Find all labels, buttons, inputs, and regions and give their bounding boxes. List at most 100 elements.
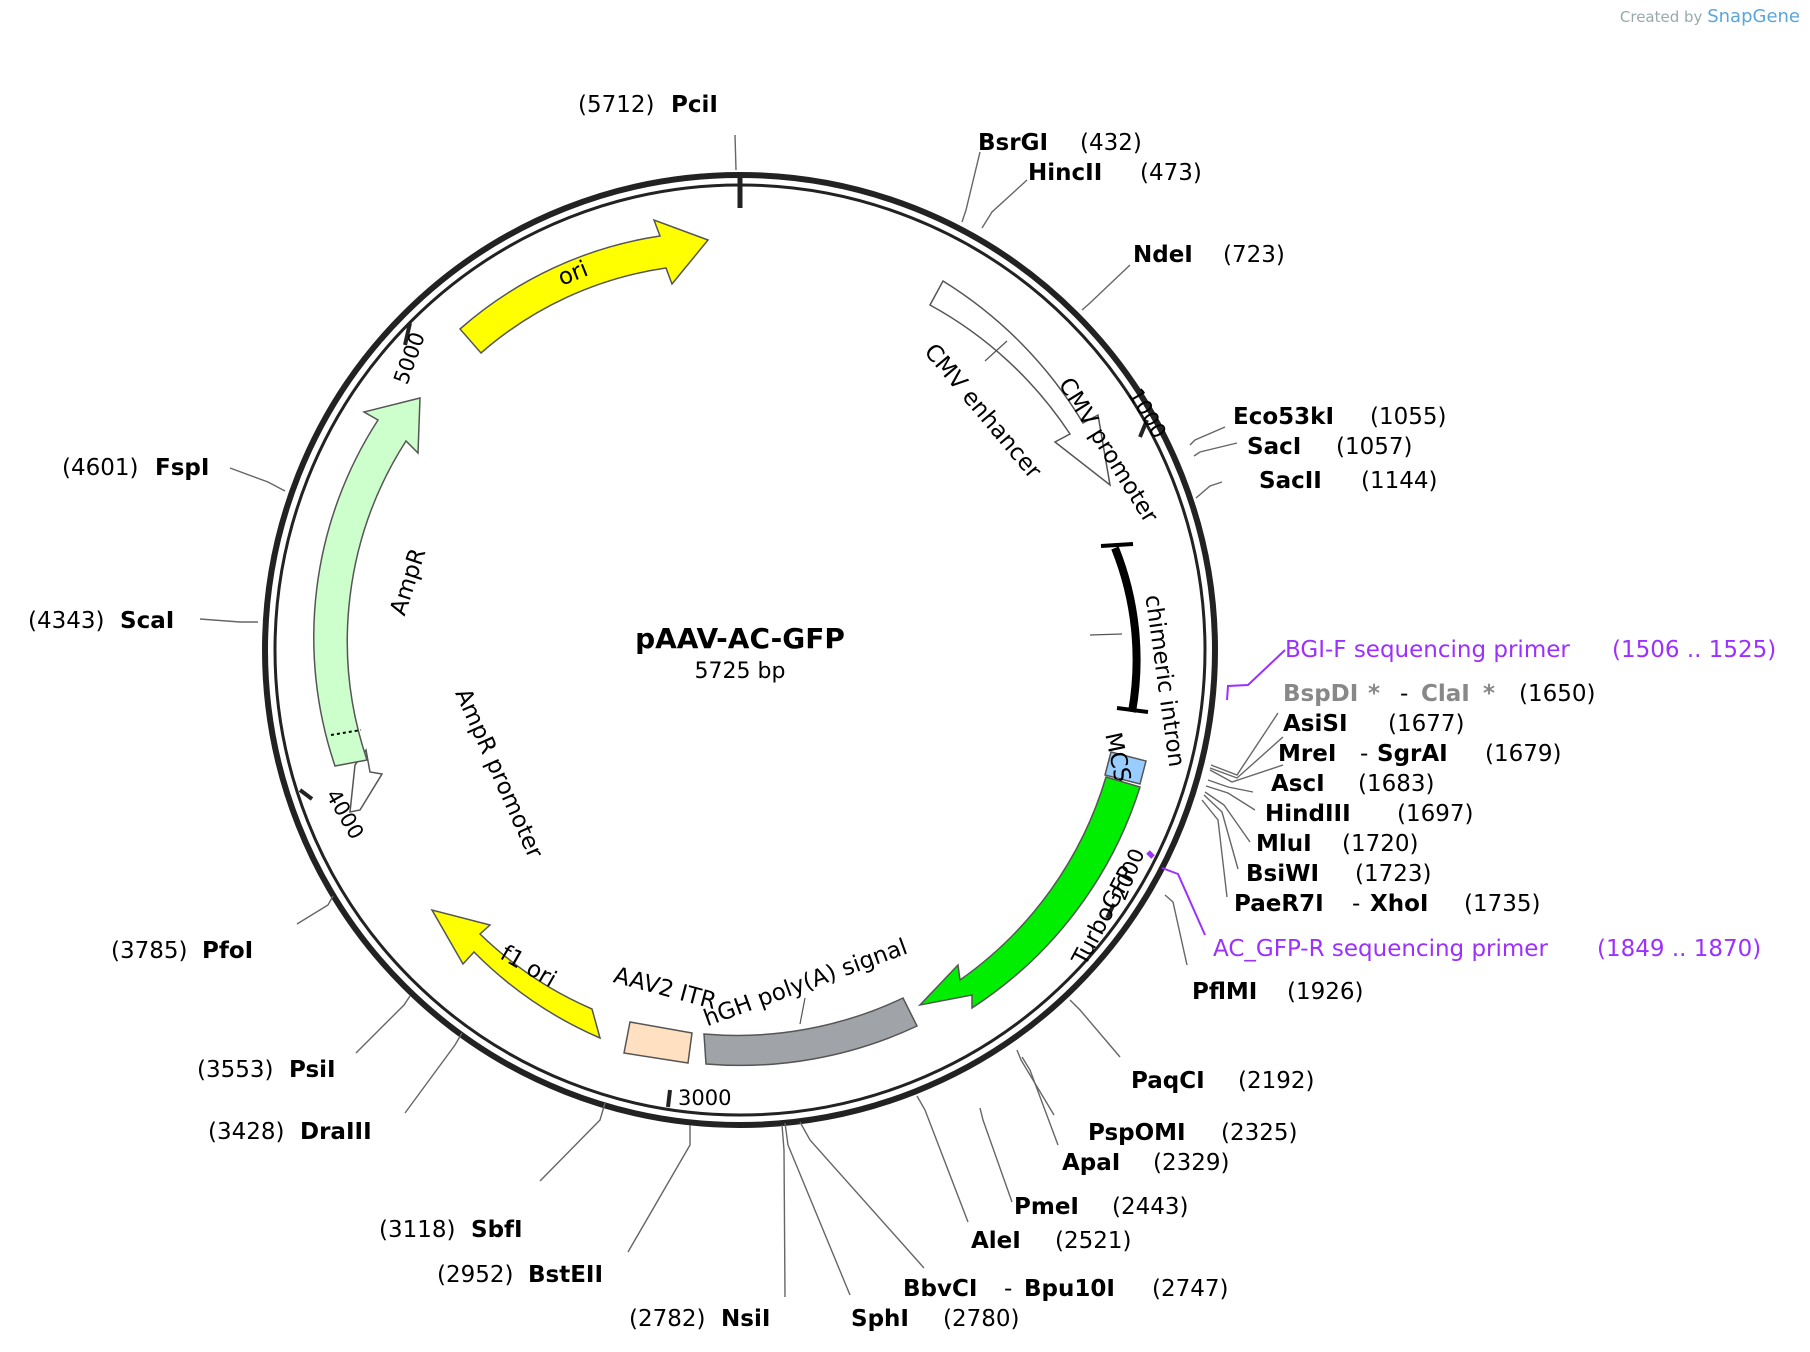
- site-asisi[interactable]: AsiSI: [1283, 711, 1348, 737]
- site-pos-pfoi: (3785): [111, 938, 187, 964]
- turbogfp-arrow[interactable]: [917, 776, 1141, 1010]
- site-saci[interactable]: SacI: [1247, 434, 1301, 460]
- site-sbfi[interactable]: SbfI: [471, 1217, 523, 1243]
- site-fspi[interactable]: FspI: [155, 455, 209, 481]
- site-labels: (5712) PciI BsrGI (432) HincII (473) Nde…: [28, 92, 1776, 1332]
- primer-ac-gfp-r-range: (1849 .. 1870): [1597, 936, 1761, 962]
- site-bsteii[interactable]: BstEII: [528, 1262, 603, 1288]
- site-leaders: [199, 134, 1284, 1298]
- site-pos-pmei: (2443): [1112, 1194, 1188, 1220]
- site-pos-asisi: (1677): [1388, 711, 1464, 737]
- site-bspdi[interactable]: BspDI: [1283, 681, 1358, 707]
- site-pos-pspomi: (2325): [1221, 1120, 1297, 1146]
- site-pos-bsteii: (2952): [437, 1262, 513, 1288]
- f1-ori-arrow[interactable]: [430, 908, 602, 1040]
- tick-5000: [403, 322, 412, 346]
- site-hincii[interactable]: HincII: [1028, 160, 1102, 186]
- chimeric-intron-cap-top: [1100, 542, 1134, 548]
- tick-3000: [666, 1089, 672, 1108]
- tick-2000: [1105, 903, 1116, 919]
- primer-bgi-f-range: (1506 .. 1525): [1612, 637, 1776, 663]
- site-asci[interactable]: AscI: [1271, 771, 1325, 797]
- tick-4000: [298, 788, 314, 801]
- site-pos-asci: (1683): [1358, 771, 1434, 797]
- site-paqci[interactable]: PaqCI: [1131, 1068, 1205, 1094]
- site-mrei[interactable]: MreI: [1278, 741, 1336, 767]
- site-bspdi-dash: -: [1400, 681, 1408, 707]
- site-pos-ndei: (723): [1223, 242, 1285, 268]
- ori-arrow[interactable]: [458, 218, 710, 355]
- site-paer7i-dash: -: [1352, 891, 1360, 917]
- site-paer7i[interactable]: PaeR7I: [1234, 891, 1324, 917]
- site-pos-eco53ki: (1055): [1370, 404, 1446, 430]
- tick-label-3000: 3000: [678, 1086, 731, 1110]
- site-pos-bspdi: (1650): [1519, 681, 1595, 707]
- site-pos-draiii: (3428): [208, 1119, 284, 1145]
- site-clai-star: *: [1483, 681, 1495, 707]
- aav2-itr-label: AAV2 ITR: [611, 963, 719, 1015]
- site-alei[interactable]: AleI: [971, 1228, 1021, 1254]
- aav2-itr-box[interactable]: [623, 1021, 693, 1064]
- snapgene-credit: Created by SnapGene: [1620, 6, 1800, 27]
- site-pos-hindiii: (1697): [1397, 801, 1473, 827]
- chimeric-intron-label: chimeric intron: [1139, 593, 1189, 768]
- ampr-label: AmpR: [385, 545, 431, 618]
- site-pos-psii: (3553): [197, 1057, 273, 1083]
- site-bsrgi[interactable]: BsrGI: [978, 130, 1048, 156]
- site-pos-bsiwi: (1723): [1355, 861, 1431, 887]
- site-nsii[interactable]: NsiI: [721, 1306, 770, 1332]
- credit-brand: SnapGene: [1707, 6, 1800, 27]
- site-pfoi[interactable]: PfoI: [202, 938, 253, 964]
- site-pos-sphi: (2780): [943, 1306, 1019, 1332]
- site-bsiwi[interactable]: BsiWI: [1246, 861, 1319, 887]
- ac-gfp-r-marker: [1146, 850, 1155, 859]
- site-draiii[interactable]: DraIII: [300, 1119, 372, 1145]
- hgh-polya-box[interactable]: [703, 997, 919, 1067]
- primer-ac-gfp-r[interactable]: AC_GFP-R sequencing primer: [1213, 936, 1548, 962]
- chimeric-intron-bar[interactable]: [1111, 546, 1141, 713]
- site-pos-mlui: (1720): [1342, 831, 1418, 857]
- site-sgrai[interactable]: SgrAI: [1377, 741, 1448, 767]
- site-mlui[interactable]: MluI: [1256, 831, 1312, 857]
- site-hindiii[interactable]: HindIII: [1265, 801, 1351, 827]
- site-pcii[interactable]: PciI: [671, 92, 718, 118]
- site-sacii[interactable]: SacII: [1259, 468, 1322, 494]
- chimeric-intron-leader: [1089, 633, 1123, 636]
- site-pos-saci: (1057): [1336, 434, 1412, 460]
- plasmid-size: 5725 bp: [695, 659, 786, 684]
- site-pos-scai: (4343): [28, 608, 104, 634]
- site-pos-sacii: (1144): [1361, 468, 1437, 494]
- site-clai[interactable]: ClaI: [1421, 681, 1470, 707]
- ampr-promoter-label: AmpR promoter: [450, 685, 548, 863]
- site-pspomi[interactable]: PspOMI: [1088, 1120, 1186, 1146]
- site-eco53ki[interactable]: Eco53kI: [1233, 404, 1334, 430]
- site-bbvci[interactable]: BbvCI: [903, 1276, 977, 1302]
- credit-prefix: Created by: [1619, 8, 1703, 26]
- site-pflmi[interactable]: PflMI: [1192, 979, 1257, 1005]
- cmv-promoter-arrow[interactable]: [928, 279, 1112, 487]
- site-scai[interactable]: ScaI: [120, 608, 174, 634]
- site-apai[interactable]: ApaI: [1062, 1150, 1120, 1176]
- site-pos-nsii: (2782): [629, 1306, 705, 1332]
- site-sphi[interactable]: SphI: [851, 1306, 909, 1332]
- site-pos-fspi: (4601): [62, 455, 138, 481]
- tick-label-1000: 1000: [1123, 384, 1171, 442]
- site-pos-bsrgi: (432): [1080, 130, 1142, 156]
- ampr-dotted-divider: [330, 729, 362, 736]
- site-psii[interactable]: PsiI: [289, 1057, 336, 1083]
- ampr-promoter-arrow[interactable]: [349, 748, 384, 813]
- tick-1000: [1138, 419, 1149, 438]
- site-pos-mrei: (1679): [1485, 741, 1561, 767]
- site-bpu10i[interactable]: Bpu10I: [1024, 1276, 1115, 1302]
- chimeric-intron-cap-bottom: [1116, 706, 1149, 714]
- cmv-divider: [984, 340, 1008, 362]
- site-pos-paer7i: (1735): [1464, 891, 1540, 917]
- ampr-arrow[interactable]: [313, 397, 421, 767]
- site-ndei[interactable]: NdeI: [1133, 242, 1193, 268]
- site-xhoi[interactable]: XhoI: [1370, 891, 1428, 917]
- site-pos-apai: (2329): [1153, 1150, 1229, 1176]
- mcs-box[interactable]: [1104, 751, 1147, 785]
- site-pmei[interactable]: PmeI: [1014, 1194, 1079, 1220]
- primer-bgi-f[interactable]: BGI-F sequencing primer: [1285, 637, 1570, 663]
